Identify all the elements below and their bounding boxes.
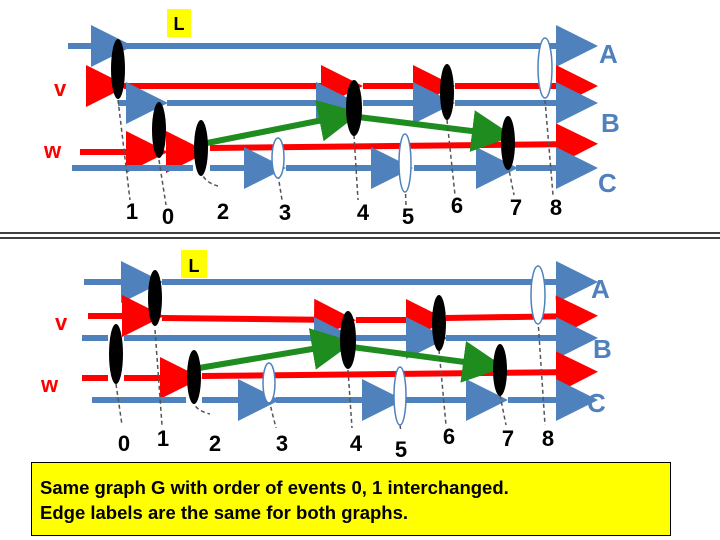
top-message-2-to-4 [206, 100, 361, 146]
bottom-event-2 [187, 350, 201, 404]
graph-separator [0, 232, 720, 239]
top-event-label: 5 [402, 204, 414, 229]
bottom-event-6 [432, 295, 446, 351]
bottom-event-label: 0 [118, 431, 130, 456]
bottom-event-label: 4 [350, 431, 363, 456]
top-event-1 [111, 39, 125, 99]
bottom-event-label: 2 [209, 431, 221, 456]
top-label-w: w [43, 138, 62, 163]
bottom-event-3 [262, 362, 276, 404]
bottom-event-label: 1 [157, 426, 169, 451]
bottom-event-label: 8 [542, 426, 554, 451]
bottom-label-w: w [40, 372, 59, 397]
caption-box: Same graph G with order of events 0, 1 i… [31, 462, 671, 536]
top-event-5 [398, 133, 412, 193]
bottom-event-label: 6 [443, 424, 455, 449]
bottom-graph: L [40, 250, 612, 462]
bottom-label-a: A [591, 274, 610, 304]
top-event-label: 4 [357, 200, 370, 225]
top-event-label: 3 [279, 200, 291, 225]
top-graph: L [43, 9, 620, 229]
top-event-7 [501, 116, 515, 170]
bottom-label-v: v [55, 310, 68, 335]
caption-line-1: Same graph G with order of events 0, 1 i… [40, 477, 509, 498]
top-label-c: C [598, 168, 617, 198]
bottom-event-4 [340, 311, 356, 369]
top-event-label: 0 [162, 204, 174, 229]
top-event-label: 2 [217, 199, 229, 224]
top-event-4 [346, 80, 362, 136]
top-l-box [167, 9, 191, 37]
caption-line-2: Edge labels are the same for both graphs… [40, 502, 409, 523]
bottom-event-1 [148, 270, 162, 326]
bottom-event-7 [493, 344, 507, 396]
bottom-event-0 [109, 324, 123, 384]
bottom-event-label: 5 [395, 437, 407, 462]
top-event-label: 7 [510, 195, 522, 220]
bottom-label-c: C [587, 388, 606, 418]
top-event-label: 6 [451, 193, 463, 218]
top-event-3 [271, 137, 285, 179]
top-message-4-to-7 [357, 110, 514, 152]
bottom-l-box [181, 250, 207, 278]
bottom-l-label: L [189, 256, 200, 276]
top-event-label: 1 [126, 199, 138, 224]
bottom-message-4-to-7 [351, 341, 505, 383]
top-event-2 [194, 120, 208, 176]
top-event-8 [537, 37, 553, 99]
bottom-line-v [88, 295, 598, 341]
top-l-label: L [174, 14, 185, 34]
bottom-event-8 [530, 265, 546, 325]
top-event-6 [440, 64, 454, 120]
bottom-event-label: 7 [502, 426, 514, 451]
top-label-a: A [599, 39, 618, 69]
bottom-label-b: B [593, 334, 612, 364]
bottom-message-2-to-4 [198, 328, 354, 371]
bottom-event-5 [393, 366, 407, 426]
top-label-b: B [601, 108, 620, 138]
top-event-0 [152, 102, 166, 158]
bottom-event-connectors [115, 319, 546, 433]
bottom-event-label: 3 [276, 431, 288, 456]
top-label-v: v [54, 76, 67, 101]
top-event-label: 8 [550, 195, 562, 220]
